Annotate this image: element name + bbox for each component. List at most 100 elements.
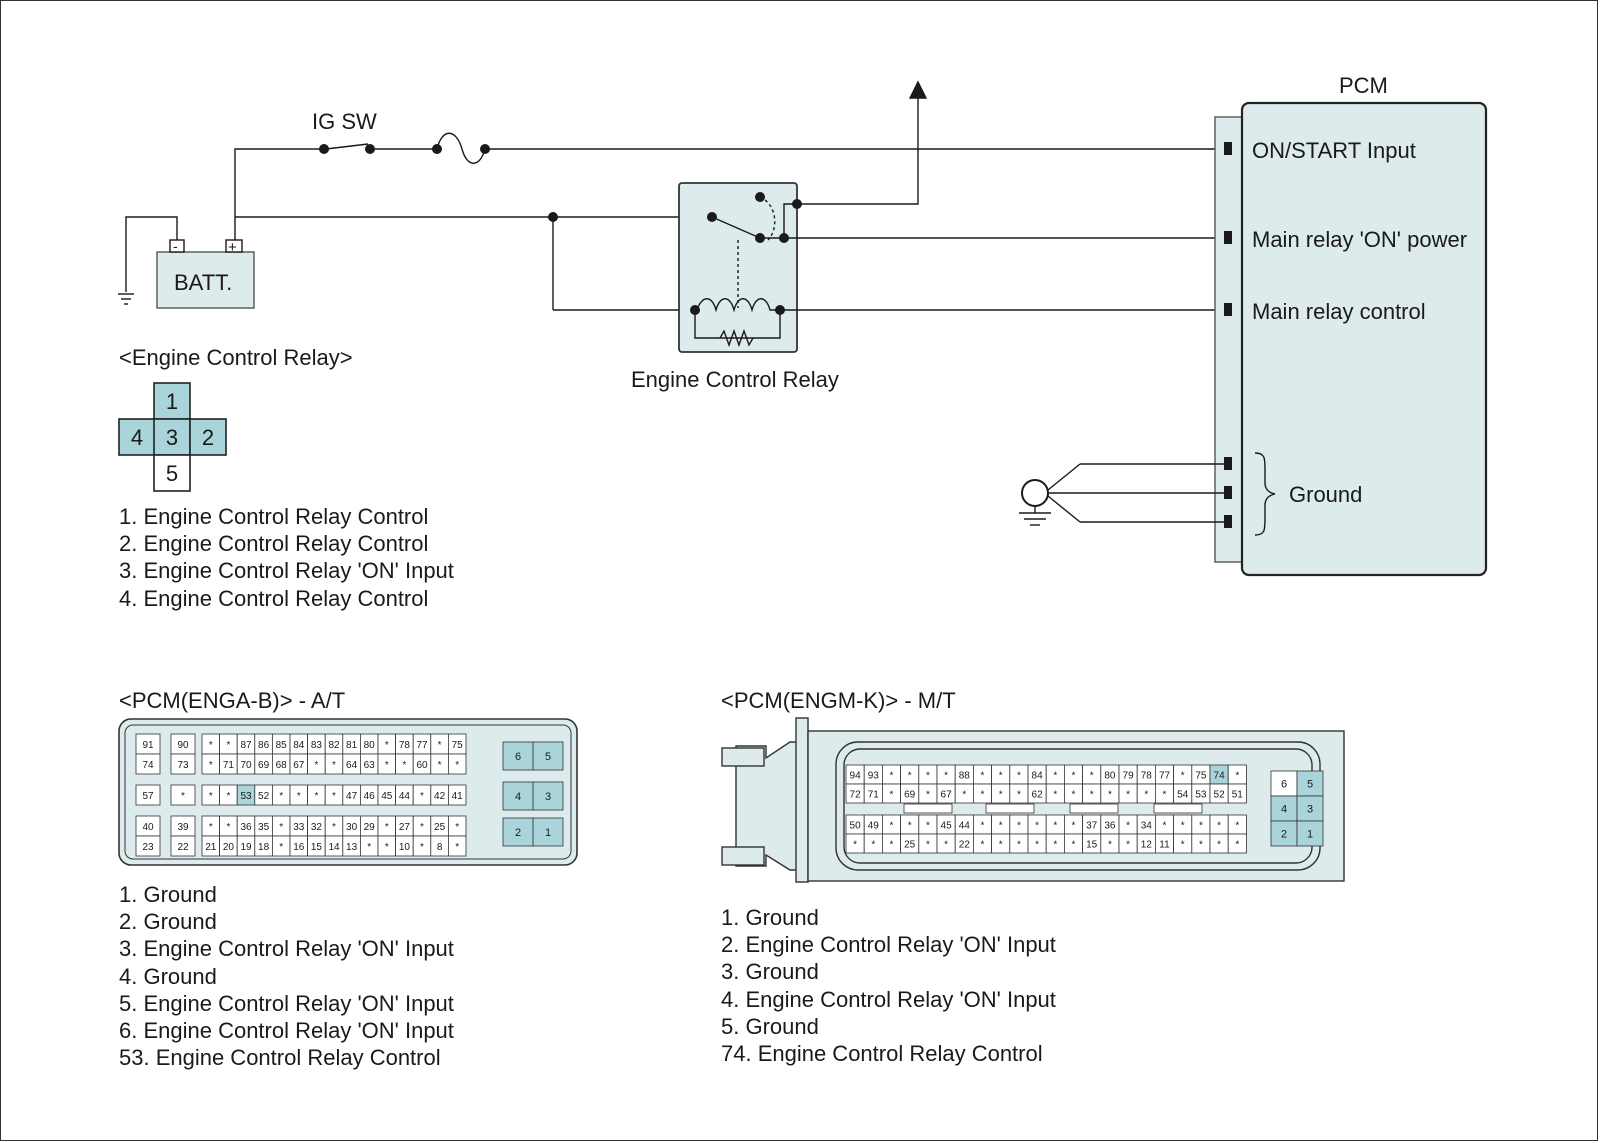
pin-label: 88 (959, 771, 971, 782)
pin-label: 82 (328, 740, 340, 751)
pin-label: * (926, 821, 930, 832)
pin-label: * (420, 842, 424, 853)
pcm-at-title: <PCM(ENGA-B)> - A/T (119, 688, 346, 713)
wire-battery-ground (125, 216, 178, 292)
pin-label: * (890, 790, 894, 801)
engine-control-relay-label: Engine Control Relay (631, 367, 839, 392)
pin-label: 87 (240, 740, 252, 751)
svg-text:1: 1 (166, 389, 178, 414)
pin-label: 79 (1123, 771, 1135, 782)
pin-label: * (297, 791, 301, 802)
pin-label: * (455, 822, 459, 833)
pin-label: * (1163, 821, 1167, 832)
pin-label: * (926, 840, 930, 851)
pin-label: 22 (177, 842, 189, 853)
pin-label: 69 (258, 760, 270, 771)
legend-item: 1. Engine Control Relay Control (119, 504, 429, 529)
pin-cell (135, 784, 161, 806)
pin-label: * (226, 791, 230, 802)
pin-label: 2 (1281, 829, 1287, 841)
pin-cell (447, 753, 467, 775)
pin-label: * (981, 821, 985, 832)
pin-label: 1 (1307, 829, 1313, 841)
pin-label: * (332, 760, 336, 771)
pin-label: 15 (311, 842, 323, 853)
pin-label: * (1126, 840, 1130, 851)
pcm-body (1240, 101, 1488, 577)
pin-label: 4 (515, 791, 521, 803)
pin-label: 27 (399, 822, 411, 833)
pin-label: 73 (177, 760, 189, 771)
pin-label: * (332, 791, 336, 802)
pcm-pin-terminal (1224, 142, 1232, 155)
pin-label: 93 (868, 771, 880, 782)
pin-label: 32 (311, 822, 323, 833)
pin-label: 77 (416, 740, 428, 751)
legend-item: 3. Ground (721, 959, 819, 985)
legend-item: 2. Ground (119, 909, 217, 935)
pcm-pin-terminal (1224, 515, 1232, 528)
pin-label: * (209, 740, 213, 751)
pin-label: 71 (868, 790, 880, 801)
pin-label: 13 (346, 842, 358, 853)
legend-item: 5. Ground (721, 1013, 819, 1039)
pin-cell (135, 835, 161, 857)
pin-label: * (944, 840, 948, 851)
pin-label: 29 (364, 822, 376, 833)
pin-label: 11 (1159, 840, 1170, 851)
engine-control-relay-body (678, 182, 798, 353)
ig-sw-label: IG SW (312, 109, 377, 134)
pin-label: 34 (1141, 821, 1153, 832)
legend-item: 2. Engine Control Relay Control (119, 531, 429, 557)
pin-label: 75 (452, 740, 464, 751)
pin-label: * (420, 791, 424, 802)
chassis-ground-icon (118, 293, 134, 305)
pin-label: * (981, 840, 985, 851)
pin-label: * (1072, 840, 1076, 851)
pin-label: 83 (311, 740, 323, 751)
pin-label: 54 (1177, 790, 1189, 801)
pin-label: * (385, 740, 389, 751)
pin-label: 70 (240, 760, 252, 771)
pin-label: * (1072, 771, 1076, 782)
pin-label: 49 (868, 821, 880, 832)
pin-label: * (1108, 790, 1112, 801)
pin-cell (170, 784, 196, 806)
battery-plus-label: + (228, 239, 237, 256)
pcm-pin-terminal (1224, 457, 1232, 470)
relay-connector-title: <Engine Control Relay> (119, 345, 353, 370)
pin-label: * (181, 791, 185, 802)
pin-cell (1296, 820, 1324, 847)
legend-item: 1. Ground (721, 905, 819, 930)
pin-cell (1227, 783, 1247, 804)
pin-label: * (438, 760, 442, 771)
pin-label: * (1035, 821, 1039, 832)
pin-label: 21 (205, 842, 217, 853)
pin-label: * (1217, 821, 1221, 832)
pin-cell (1227, 833, 1247, 854)
pin-label: 6 (1281, 779, 1287, 791)
pin-label: * (1181, 771, 1185, 782)
pin-cell (532, 741, 564, 771)
pin-label: * (420, 822, 424, 833)
pin-label: 15 (1086, 840, 1098, 851)
pin-label: * (209, 760, 213, 771)
pin-label: * (385, 760, 389, 771)
pin-cell (1270, 795, 1298, 822)
pin-label: * (1126, 821, 1130, 832)
ground-point-icon (1021, 479, 1049, 507)
pin-label: 74 (1214, 771, 1226, 782)
pin-label: * (438, 740, 442, 751)
pin-label: 47 (346, 791, 358, 802)
pin-label: 3 (545, 791, 551, 803)
relay-resistor-icon (719, 328, 754, 348)
pin-label: 67 (293, 760, 305, 771)
connector-key-slot (903, 803, 953, 814)
pin-label: * (999, 790, 1003, 801)
pin-label: 45 (941, 821, 953, 832)
legend-item: 74. Engine Control Relay Control (721, 1041, 1043, 1067)
pin-label: * (209, 791, 213, 802)
pin-label: * (890, 821, 894, 832)
